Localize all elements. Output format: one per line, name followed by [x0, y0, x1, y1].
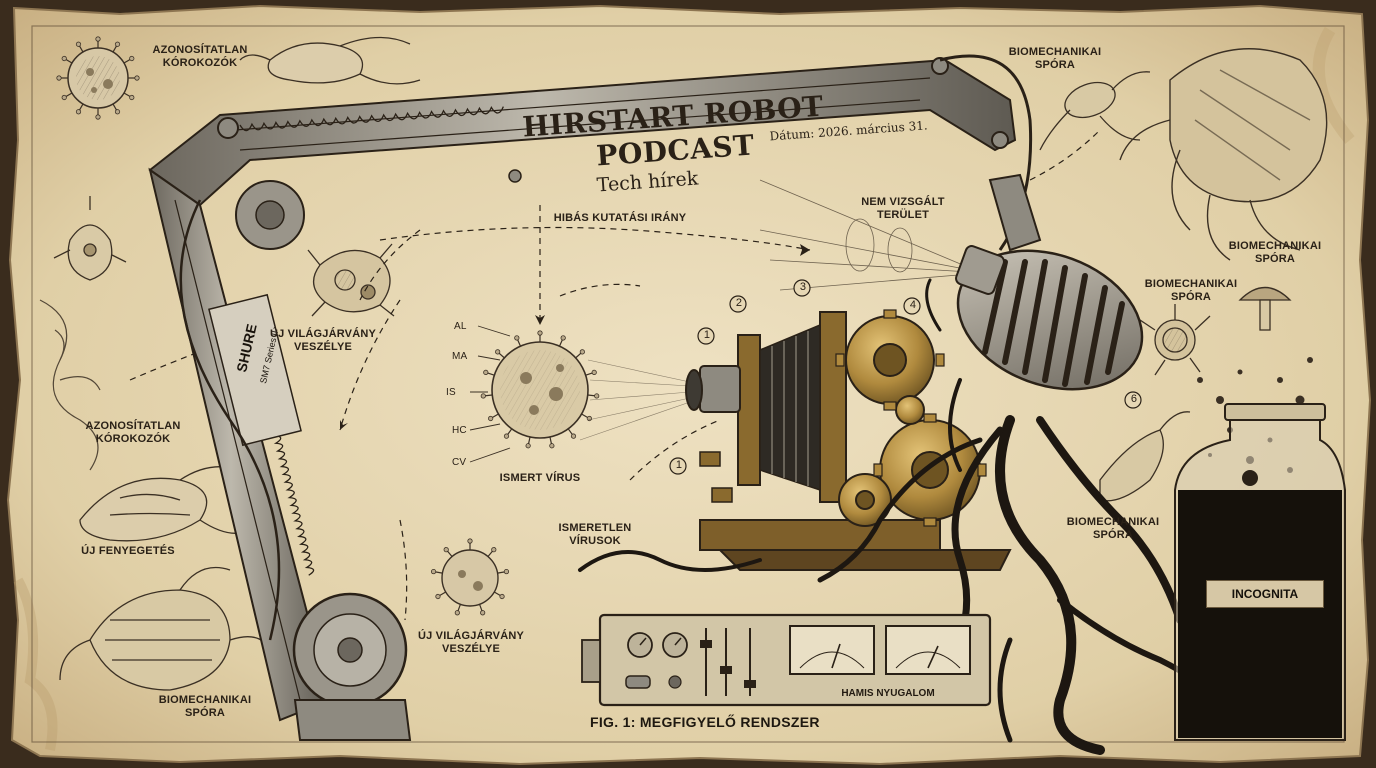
label-biospore-right-1: BIOMECHANIKAI SPÓRA — [1228, 240, 1322, 265]
path-arrows — [340, 244, 810, 430]
research-paths — [129, 129, 1101, 621]
biospore-right-mushroom — [1238, 286, 1292, 331]
label-wrong-direction: HIBÁS KUTATÁSI IRÁNY — [553, 212, 687, 224]
callout-number: 2 — [735, 297, 743, 309]
biospore-right-1 — [1139, 304, 1211, 376]
biospore-jellyfish — [1119, 48, 1328, 261]
biospore-top-right — [1039, 71, 1151, 151]
projection-rays — [579, 359, 691, 441]
label-unknown-viruses: ISMERETLEN VÍRUSOK — [558, 522, 632, 547]
control-panel — [581, 613, 992, 707]
callout-circles — [669, 279, 1142, 475]
virus-tick-label: HC — [452, 425, 467, 436]
callout-number: 1 — [703, 329, 711, 341]
callout-number: 6 — [1130, 393, 1138, 405]
microbe-new-threat — [79, 466, 251, 542]
callout-number: 4 — [909, 299, 917, 311]
camera-apparatus — [685, 311, 1012, 571]
virus-tick-label: IS — [446, 387, 456, 398]
specimen-jar — [1174, 403, 1346, 741]
figure-caption: FIG. 1: MEGFIGYELŐ RENDSZER — [590, 714, 820, 730]
meter-false-calm-label: HAMIS NYUGALOM — [841, 688, 935, 699]
label-biospore-right-3: BIOMECHANIKAI SPÓRA — [1066, 516, 1160, 541]
label-new-threat: ÚJ FENYEGETÉS — [81, 545, 175, 557]
label-unexamined: NEM VIZSGÁLT TERÜLET — [861, 196, 945, 221]
microbe-left-1 — [53, 196, 127, 281]
label-pandemic-bottom: ÚJ VILÁGJÁRVÁNY VESZÉLYE — [417, 630, 525, 655]
microbe-mid-left — [307, 243, 395, 317]
microbe-top — [239, 36, 421, 85]
label-biospore-right-2: BIOMECHANIKAI SPÓRA — [1144, 278, 1238, 303]
jar-incognita-label: INCOGNITA — [1206, 580, 1324, 608]
label-biospore-bottom-left: BIOMECHANIKAI SPÓRA — [158, 694, 252, 719]
label-pandemic-mid: ÚJ VILÁGJÁRVÁNY VESZÉLYE — [269, 328, 377, 353]
pathogen-virus-top-left — [56, 36, 140, 120]
mic-boom-arm — [148, 54, 1033, 741]
microbe-left-2 — [39, 299, 101, 471]
label-unidentified-left: AZONOSÍTATLAN KÓROKOZÓK — [85, 420, 181, 445]
known-virus-drawing — [480, 330, 600, 449]
label-biospore-top-right: BIOMECHANIKAI SPÓRA — [1008, 46, 1102, 71]
callout-number: 1 — [675, 459, 683, 471]
microphone — [955, 173, 1144, 391]
virus-tick-lines — [469, 325, 511, 463]
biospore-right-2 — [1099, 411, 1191, 502]
label-unidentified-top: AZONOSÍTATLAN KÓROKOZÓK — [152, 44, 248, 69]
label-known-virus: ISMERT VÍRUS — [499, 472, 581, 484]
unexamined-cone — [759, 179, 971, 291]
virus-tick-label: AL — [454, 321, 467, 332]
callout-number: 3 — [799, 281, 807, 293]
brass-gears — [835, 309, 987, 527]
virus-tick-label: MA — [452, 351, 468, 362]
unknown-virus-bottom — [430, 538, 510, 617]
virus-tick-label: CV — [452, 457, 467, 468]
